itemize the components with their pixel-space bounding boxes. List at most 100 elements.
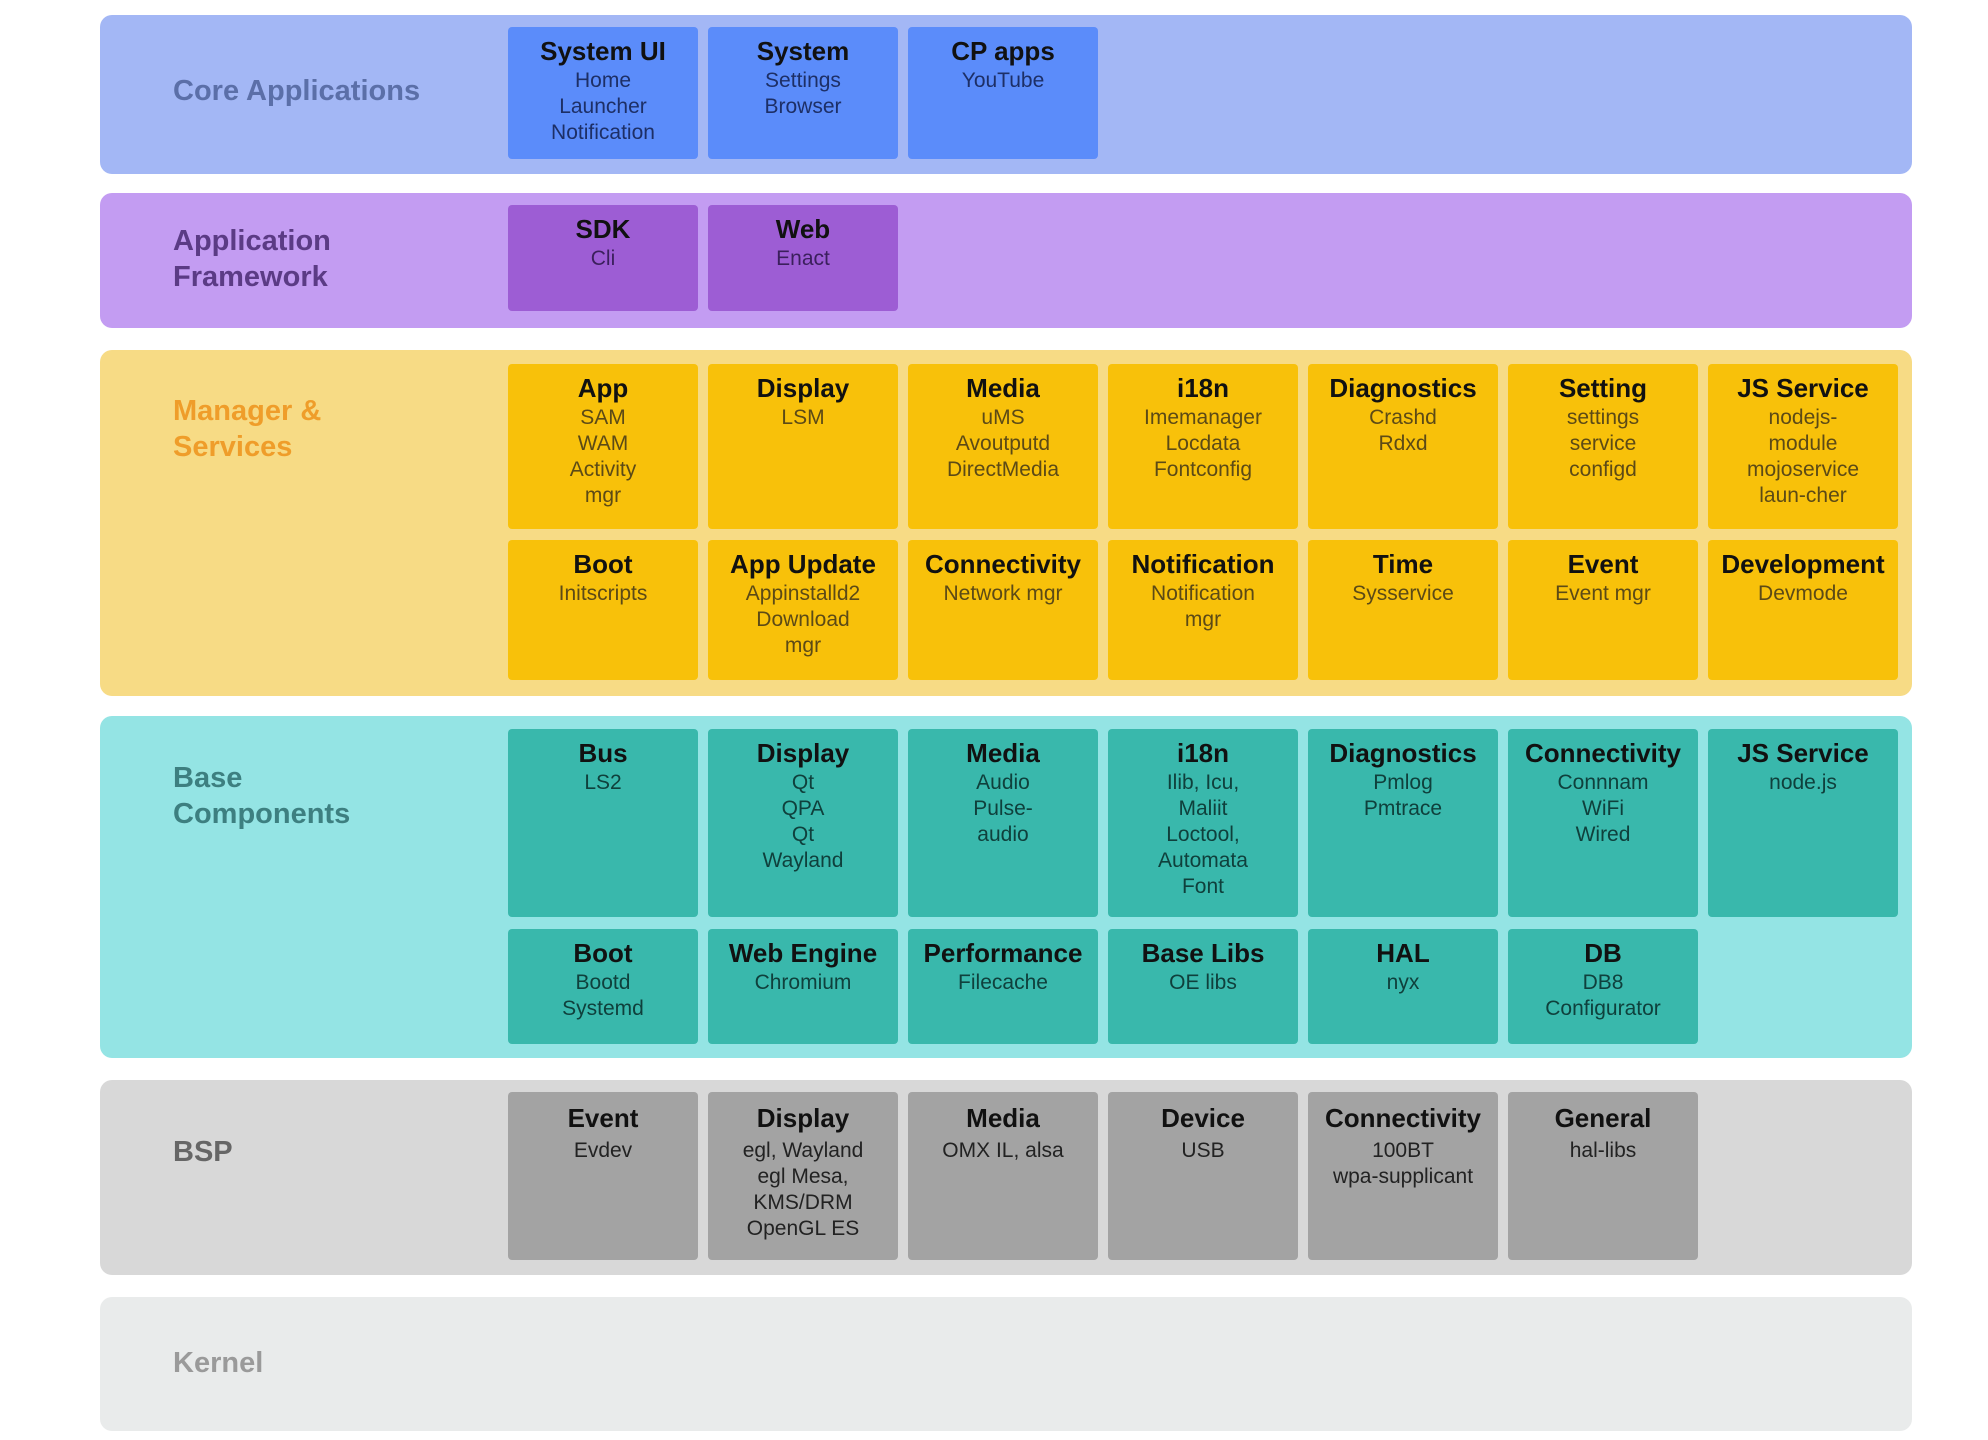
box-subtitle: Imemanager Locdata Fontconfig	[1144, 406, 1262, 481]
box-title: General	[1554, 1103, 1652, 1133]
box-title: Connectivity	[1324, 1103, 1482, 1133]
box-title: Web	[775, 214, 831, 244]
box-subtitle: Pmlog Pmtrace	[1363, 771, 1443, 820]
box-title: Bus	[578, 738, 628, 768]
component-box: Bus LS2	[508, 729, 698, 917]
box-subtitle: Sysservice	[1352, 582, 1454, 605]
box-subtitle: Audio Pulse- audio	[973, 771, 1033, 846]
box-title: CP apps	[951, 36, 1055, 66]
layer-title: Manager & Services	[173, 395, 322, 463]
box-title: Display	[756, 738, 850, 768]
box-title: i18n	[1176, 738, 1230, 768]
box-subtitle: SAM WAM Activity mgr	[569, 406, 637, 507]
box-title: Media	[966, 738, 1040, 768]
box-title: JS Service	[1737, 738, 1869, 768]
component-box: Web Enact	[708, 205, 898, 311]
component-box: System UI Home Launcher Notification	[508, 27, 698, 159]
component-box: App SAM WAM Activity mgr	[508, 364, 698, 529]
layer-manager-services: Manager & Services App SAM WAM Activity …	[100, 350, 1912, 696]
component-box: Connectivity Connnam WiFi Wired	[1508, 729, 1698, 917]
box-subtitle: DB8 Configurator	[1545, 971, 1661, 1020]
box-subtitle: Ilib, Icu, Maliit Loctool, Automata Font	[1158, 771, 1248, 898]
component-box: JS Service node.js	[1708, 729, 1898, 917]
layer-bsp: BSP Event Evdev Display egl, Wayland egl…	[100, 1080, 1912, 1275]
layer-core-applications: Core Applications System UI Home Launche…	[100, 15, 1912, 174]
box-subtitle: Network mgr	[943, 582, 1063, 605]
component-box: Boot Bootd Systemd	[508, 929, 698, 1044]
box-title: Development	[1721, 549, 1885, 579]
box-title: SDK	[575, 214, 631, 244]
component-box: Development Devmode	[1708, 540, 1898, 680]
box-title: Performance	[923, 938, 1083, 968]
box-title: Device	[1161, 1103, 1245, 1133]
box-title: Event	[567, 1103, 639, 1133]
layer-application-framework: Application Framework SDK Cli Web Enact	[100, 193, 1912, 328]
box-title: System UI	[540, 36, 666, 66]
box-title: Media	[966, 1103, 1040, 1133]
box-subtitle: settings service configd	[1566, 406, 1640, 481]
component-box: General hal-libs	[1508, 1092, 1698, 1260]
layer-title: BSP	[173, 1136, 233, 1168]
layer-title: Base Components	[173, 762, 351, 830]
box-subtitle: uMS Avoutputd DirectMedia	[946, 406, 1060, 481]
component-box: HAL nyx	[1308, 929, 1498, 1044]
box-subtitle: Appinstalld2 Download mgr	[745, 582, 861, 657]
box-title: DB	[1584, 938, 1622, 968]
box-subtitle: nyx	[1386, 971, 1420, 994]
component-box: JS Service nodejs- module mojoservice la…	[1708, 364, 1898, 529]
component-box: Notification Notification mgr	[1108, 540, 1298, 680]
component-box: Device USB	[1108, 1092, 1298, 1260]
component-box: CP apps YouTube	[908, 27, 1098, 159]
component-box: Event Evdev	[508, 1092, 698, 1260]
box-title: Boot	[573, 938, 633, 968]
component-box: Web Engine Chromium	[708, 929, 898, 1044]
box-subtitle: 100BT wpa-supplicant	[1332, 1139, 1474, 1188]
box-title: Web Engine	[728, 938, 878, 968]
component-box: Time Sysservice	[1308, 540, 1498, 680]
layer-title: Core Applications	[173, 75, 421, 107]
box-title: Connectivity	[924, 549, 1082, 579]
box-subtitle: Filecache	[958, 971, 1048, 994]
box-subtitle: Settings Browser	[764, 69, 842, 118]
component-box: Performance Filecache	[908, 929, 1098, 1044]
box-title: HAL	[1376, 938, 1430, 968]
box-subtitle: nodejs- module mojoservice laun-cher	[1746, 406, 1860, 507]
box-title: Event	[1567, 549, 1639, 579]
component-box: i18n Ilib, Icu, Maliit Loctool, Automata…	[1108, 729, 1298, 917]
component-box: Media Audio Pulse- audio	[908, 729, 1098, 917]
component-box: Connectivity 100BT wpa-supplicant	[1308, 1092, 1498, 1260]
component-box: Media uMS Avoutputd DirectMedia	[908, 364, 1098, 529]
box-title: App Update	[730, 549, 876, 579]
component-box: Media OMX IL, alsa	[908, 1092, 1098, 1260]
box-subtitle: Notification mgr	[1151, 582, 1255, 631]
box-subtitle: Initscripts	[558, 582, 648, 605]
box-subtitle: Cli	[590, 247, 616, 270]
box-subtitle: OE libs	[1169, 971, 1237, 994]
box-title: App	[577, 373, 629, 403]
component-box: Setting settings service configd	[1508, 364, 1698, 529]
box-title: Base Libs	[1141, 938, 1265, 968]
box-title: Display	[756, 373, 850, 403]
layer-base-components: Base Components Bus LS2 Display Qt QPA Q…	[100, 716, 1912, 1058]
component-box: Display LSM	[708, 364, 898, 529]
component-box: Diagnostics Crashd Rdxd	[1308, 364, 1498, 529]
box-subtitle: node.js	[1769, 771, 1837, 794]
box-title: Boot	[573, 549, 633, 579]
box-subtitle: Home Launcher Notification	[551, 69, 655, 144]
box-title: Display	[756, 1103, 850, 1133]
box-subtitle: Crashd Rdxd	[1369, 406, 1437, 455]
layer-title: Kernel	[173, 1347, 264, 1379]
box-subtitle: LSM	[781, 406, 825, 429]
box-subtitle: hal-libs	[1569, 1139, 1637, 1162]
box-title: i18n	[1176, 373, 1230, 403]
layer-kernel: Kernel	[100, 1297, 1912, 1431]
box-title: Diagnostics	[1329, 373, 1477, 403]
box-subtitle: Chromium	[754, 971, 852, 994]
component-box: Display Qt QPA Qt Wayland	[708, 729, 898, 917]
layer-title: Application Framework	[173, 225, 331, 293]
box-subtitle: YouTube	[961, 69, 1045, 92]
box-title: Diagnostics	[1329, 738, 1477, 768]
box-title: Connectivity	[1524, 738, 1682, 768]
component-box: App Update Appinstalld2 Download mgr	[708, 540, 898, 680]
